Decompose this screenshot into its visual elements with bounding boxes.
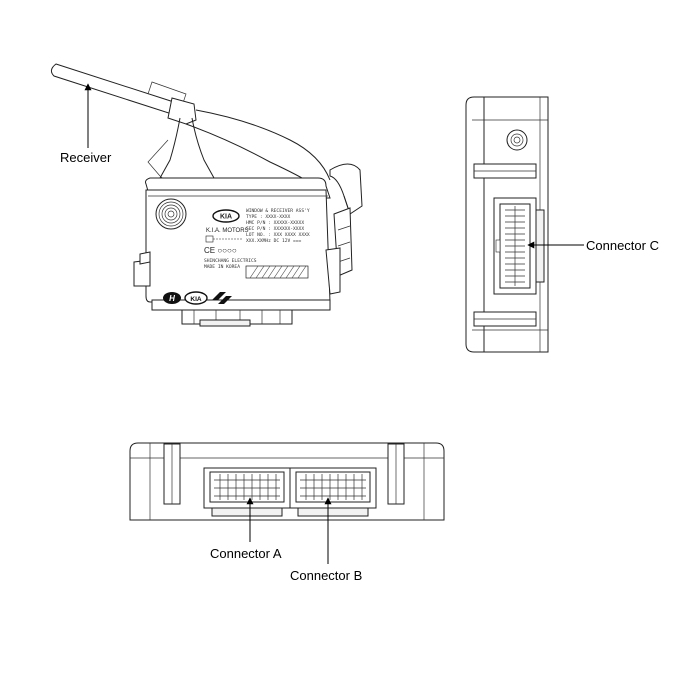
- kia-logo-small-text: KIA: [190, 296, 202, 303]
- callout-connector-c-label: Connector C: [586, 238, 659, 253]
- connector-b: [289, 467, 377, 517]
- label-manufacturer: SHINCHANG ELECTRICS: [204, 258, 257, 264]
- module-label-plate: KIA K.I.A. MOTORS CE ○○○○ SHINCHANG ELEC…: [204, 208, 310, 279]
- callout-receiver-label: Receiver: [60, 150, 112, 165]
- callout-connector-b-label: Connector B: [290, 568, 362, 583]
- label-line-3: HMC P/N : XXXXX-XXXXX: [246, 220, 304, 226]
- module-housing: KIA K.I.A. MOTORS CE ○○○○ SHINCHANG ELEC…: [133, 177, 341, 327]
- label-line-2: TYPE : XXXX-XXXX: [246, 214, 290, 220]
- receiver-antenna: [50, 63, 331, 185]
- label-line-4: SEC P/N : XXXXXX-XXXX: [246, 226, 304, 232]
- callout-connector-b: Connector B: [290, 497, 362, 583]
- svg-text:H: H: [169, 294, 175, 303]
- module-front-view: Connector A Connector B: [129, 442, 445, 583]
- smart-key-module-iso-view: KIA K.I.A. MOTORS CE ○○○○ SHINCHANG ELEC…: [50, 63, 363, 327]
- label-line-5: LOT NO. : XXX XXXX XXXX: [246, 232, 310, 238]
- label-ce-mark: CE ○○○○: [204, 246, 237, 255]
- kia-logo-text: KIA: [220, 214, 232, 221]
- buzzer-grille: [155, 198, 187, 230]
- module-side-view: Connector C: [465, 96, 659, 353]
- callout-connector-c: Connector C: [527, 238, 659, 253]
- callout-connector-a: Connector A: [210, 497, 282, 561]
- callout-connector-a-label: Connector A: [210, 546, 282, 561]
- connector-c: [493, 197, 545, 295]
- label-line-6: XXX.XXMHz DC 12V ===: [246, 238, 302, 244]
- connector-a: [203, 467, 291, 517]
- callout-receiver: Receiver: [60, 83, 112, 165]
- label-line-1: WINDOW & RECEIVER ASS'Y: [246, 208, 310, 214]
- label-origin: MADE IN KOREA: [204, 264, 240, 270]
- label-brand: K.I.A. MOTORS: [206, 228, 249, 234]
- brand-logos: H KIA: [163, 291, 232, 305]
